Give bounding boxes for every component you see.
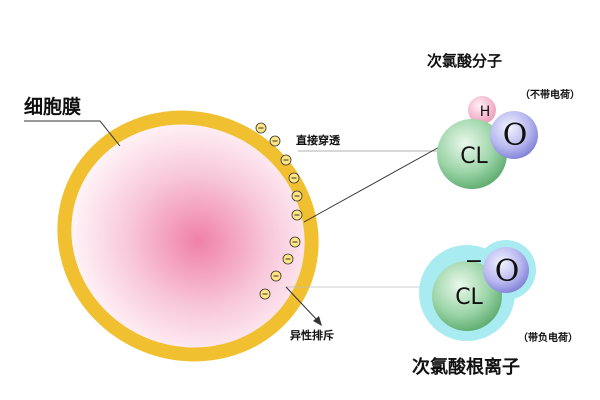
ocl-ion: − CL O: [419, 240, 536, 341]
hydrogen-atom: [468, 96, 496, 124]
hclo-charge-note: （不带电荷）: [520, 90, 580, 101]
hclo-line: [303, 139, 453, 223]
membrane-leader-line: [24, 120, 121, 147]
repel-arrowhead: [313, 316, 322, 326]
chlorine-atom: [432, 261, 502, 331]
hclo-title: 次氯酸分子: [427, 52, 503, 70]
cell-interior: [71, 124, 305, 348]
oxygen-atom: [490, 111, 538, 159]
hydrogen-symbol: H: [480, 104, 491, 120]
charge-symbol: −: [465, 249, 483, 274]
ocl-charge-note: （带负电荷）: [518, 333, 578, 344]
oxygen-symbol: O: [495, 254, 520, 289]
membrane-label: 细胞膜: [24, 96, 82, 118]
chlorine-symbol: CL: [460, 144, 488, 169]
chlorine-symbol: CL: [455, 285, 483, 310]
oxygen-symbol: O: [503, 118, 528, 153]
ocl-title: 次氯酸根离子: [412, 357, 520, 378]
repel-label: 异性排斥: [290, 329, 334, 342]
membrane-charge-minus: [258, 127, 300, 295]
hclo-molecule: H CL O: [437, 96, 538, 189]
oxygen-atom: [483, 247, 529, 293]
penetrate-label: 直接穿透: [296, 134, 340, 147]
repel-arrow: [285, 286, 319, 322]
chlorine-atom: [437, 119, 507, 189]
